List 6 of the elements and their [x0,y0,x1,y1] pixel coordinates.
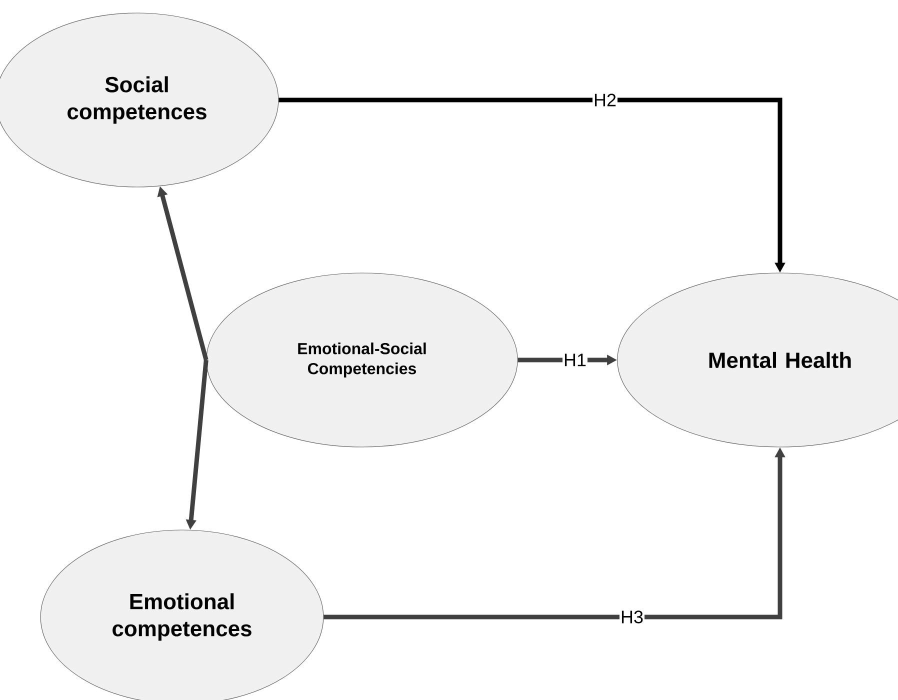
edge-label: H2 [592,92,618,108]
ellipse-node: Emotional competences [40,530,324,700]
ellipse-node: Emotional-Social Competencies [206,272,518,448]
edge-label: H3 [620,610,644,624]
ellipse-node: Mental Health [617,272,898,448]
edge-label: H1 [562,352,588,368]
